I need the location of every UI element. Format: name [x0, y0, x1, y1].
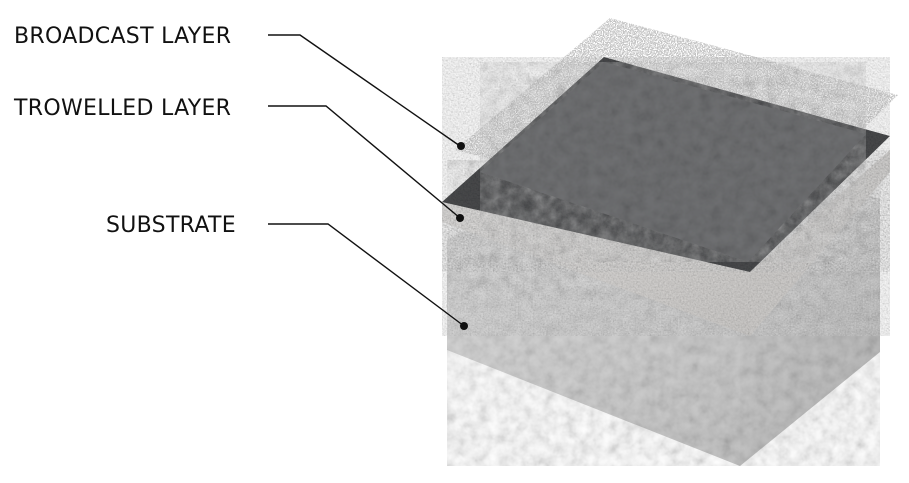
callout-trowelled: TROWELLED LAYER: [13, 96, 464, 222]
trowelled-top-surface: [480, 62, 866, 262]
trowelled-layer: [442, 57, 890, 336]
leader-dot-trowelled: [456, 214, 464, 222]
leader-line-substrate: [268, 223, 465, 327]
callout-broadcast: BROADCAST LAYER: [14, 24, 465, 150]
trowelled-side-edge: [750, 150, 890, 336]
substrate-side-face: [740, 198, 880, 466]
leader-dot-broadcast: [457, 142, 465, 150]
label-broadcast-layer: BROADCAST LAYER: [14, 24, 231, 49]
callout-substrate: SUBSTRATE: [106, 213, 468, 330]
leader-dot-substrate: [460, 322, 468, 330]
leader-line-broadcast: [268, 34, 461, 147]
leader-line-trowelled: [268, 105, 461, 219]
label-substrate: SUBSTRATE: [106, 213, 236, 238]
label-trowelled-layer: TROWELLED LAYER: [13, 96, 231, 121]
trowelled-front-edge: [442, 202, 750, 336]
